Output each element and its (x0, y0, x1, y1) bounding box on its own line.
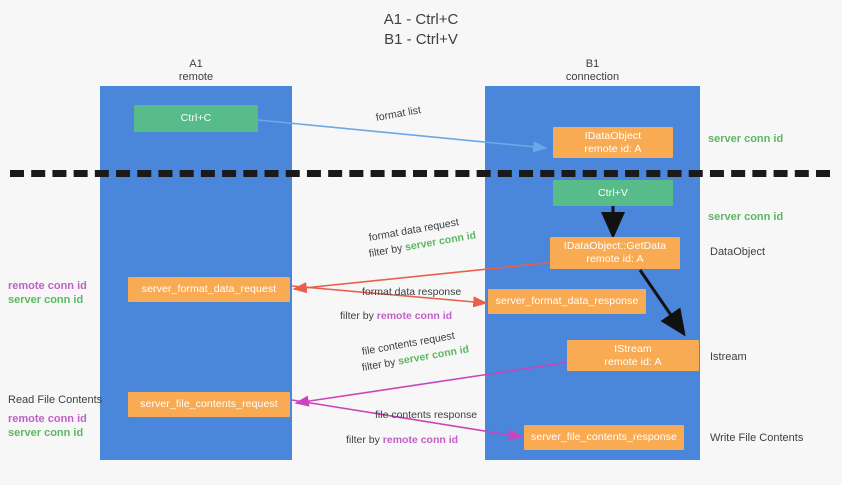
box-server-file-contents-response-label: server_file_contents_response (531, 431, 677, 443)
phase-divider (10, 170, 830, 177)
edge-label-file-contents-request: file contents request filter by server c… (361, 330, 471, 375)
right-label-server-conn-id-mid: server conn id (708, 211, 784, 223)
title-line-1: A1 - Ctrl+C (383, 11, 459, 28)
box-istream-line2: remote id: A (604, 355, 662, 368)
box-server-format-data-response[interactable]: server_format_data_response (488, 289, 646, 314)
left-label-read-file-contents: Read File Contents (8, 394, 103, 406)
right-label-istream: Istream (710, 351, 747, 363)
box-server-format-data-request-label: server_format_data_request (141, 283, 277, 295)
lane-a1-sub: remote (178, 71, 214, 83)
box-idataobject-top[interactable]: IDataObject remote id: A (553, 127, 673, 158)
box-getdata-line1: IDataObject::GetData (563, 240, 667, 252)
box-istream-line1: IStream (614, 342, 652, 355)
box-ctrl-v-label: Ctrl+V (597, 186, 629, 199)
edge-label-format-list: format list (375, 103, 422, 125)
box-server-file-contents-request-label: server_file_contents_request (140, 398, 278, 410)
right-label-write-file-contents: Write File Contents (710, 432, 804, 444)
left-label-remote-conn-id-lower: remote conn id (8, 413, 87, 425)
page-title: A1 - Ctrl+C B1 - Ctrl+V (0, 10, 842, 50)
edge-label-format-list-text: format list (374, 104, 422, 124)
edge-label-file-contents-response-text: file contents response (375, 409, 478, 421)
edge-label-file-contents-response-filter: filter by remote conn id (346, 434, 459, 446)
lane-b1-sub: connection (565, 71, 620, 83)
left-label-server-conn-id-upper: server conn id (8, 294, 84, 306)
right-label-dataobject: DataObject (710, 246, 766, 258)
box-ctrl-v[interactable]: Ctrl+V (553, 180, 673, 206)
lane-a1-name: A1 (189, 58, 203, 70)
edge-label-format-data-response-filter: filter by remote conn id (340, 310, 453, 322)
box-ctrl-c-label: Ctrl+C (180, 112, 212, 124)
right-label-server-conn-id-top: server conn id (708, 133, 784, 145)
box-server-file-contents-request[interactable]: server_file_contents_request (128, 392, 290, 417)
lane-header-a1: A1 remote (100, 58, 292, 84)
box-istream[interactable]: IStream remote id: A (567, 340, 699, 371)
box-server-file-contents-response[interactable]: server_file_contents_response (524, 425, 684, 450)
box-getdata[interactable]: IDataObject::GetData remote id: A (550, 237, 680, 269)
box-getdata-line2: remote id: A (586, 253, 644, 265)
edge-label-format-data-response: format data response filter by remote co… (340, 285, 462, 323)
edge-label-file-contents-response: file contents response filter by remote … (346, 408, 478, 447)
lane-b1-name: B1 (585, 58, 600, 70)
box-idataobject-top-line2: remote id: A (584, 142, 642, 155)
edge-label-format-data-request: format data request filter by server con… (368, 216, 478, 261)
left-label-conn-ids-upper: remote conn id server conn id (8, 279, 87, 307)
box-server-format-data-request[interactable]: server_format_data_request (128, 277, 290, 302)
title-line-2: B1 - Ctrl+V (384, 31, 458, 48)
left-label-conn-ids-lower: remote conn id server conn id (8, 412, 87, 440)
box-server-format-data-response-label: server_format_data_response (495, 295, 639, 307)
left-label-remote-conn-id-upper: remote conn id (8, 280, 87, 292)
edge-label-format-data-response-text: format data response (362, 286, 462, 298)
lane-header-b1: B1 connection (485, 58, 700, 84)
box-idataobject-top-line1: IDataObject (584, 129, 642, 142)
left-label-server-conn-id-lower: server conn id (8, 427, 84, 439)
box-ctrl-c[interactable]: Ctrl+C (134, 105, 258, 132)
